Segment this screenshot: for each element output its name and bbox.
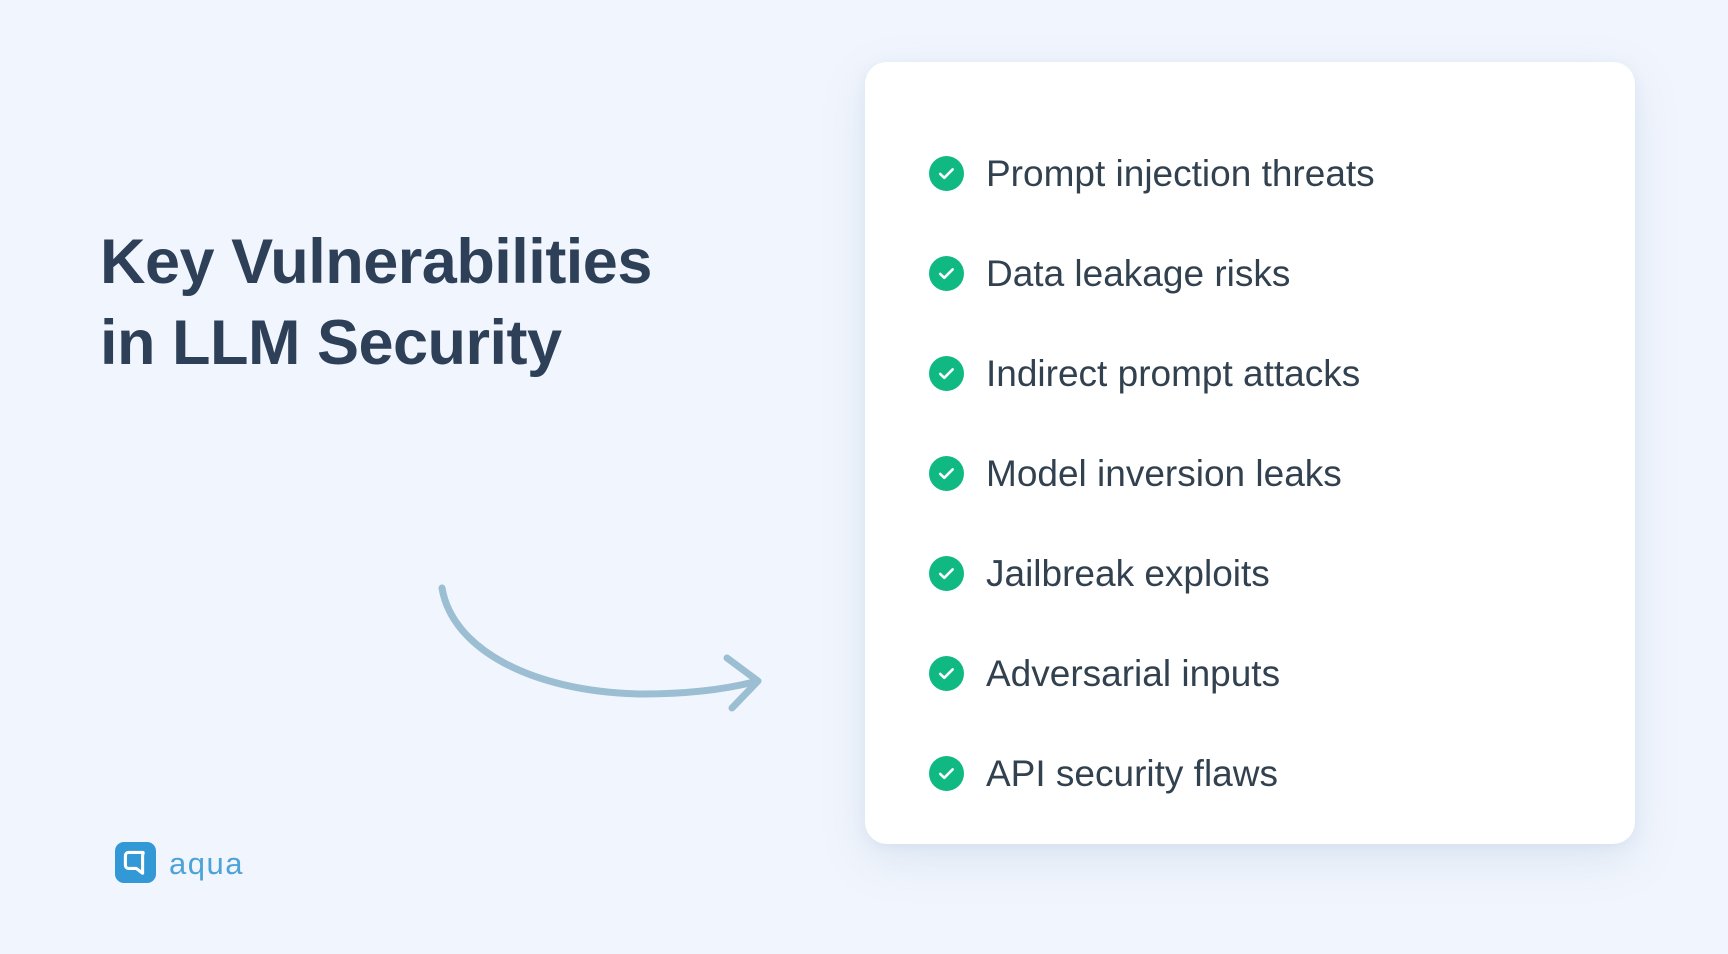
- list-item: Jailbreak exploits: [929, 523, 1595, 623]
- list-item: Adversarial inputs: [929, 623, 1595, 723]
- list-item-label: Adversarial inputs: [986, 652, 1281, 694]
- list-item: API security flaws: [929, 723, 1595, 823]
- page-title-line-2: in LLM Security: [100, 307, 562, 378]
- left-pane: Key Vulnerabilities in LLM Security aqua: [100, 222, 770, 883]
- check-circle-icon: [929, 655, 964, 691]
- check-circle-icon: [929, 755, 964, 791]
- page-title: Key Vulnerabilities in LLM Security: [100, 222, 760, 383]
- aqua-logo-wordmark: aqua: [169, 846, 244, 881]
- check-circle-icon: [929, 555, 964, 591]
- aqua-logo: aqua: [115, 842, 244, 883]
- check-circle-icon: [929, 155, 964, 191]
- vulnerabilities-card: Prompt injection threats Data leakage ri…: [865, 62, 1635, 844]
- list-item-label: Model inversion leaks: [986, 452, 1342, 494]
- list-item: Indirect prompt attacks: [929, 323, 1595, 423]
- check-circle-icon: [929, 255, 964, 291]
- vulnerabilities-list: Prompt injection threats Data leakage ri…: [929, 123, 1595, 823]
- curved-arrow-right-icon: [430, 570, 770, 720]
- list-item-label: Indirect prompt attacks: [986, 352, 1361, 394]
- list-item: Model inversion leaks: [929, 423, 1595, 523]
- list-item-label: Jailbreak exploits: [986, 552, 1270, 594]
- list-item: Data leakage risks: [929, 223, 1595, 323]
- list-item-label: API security flaws: [986, 752, 1278, 794]
- aqua-logo-mark-icon: [115, 842, 156, 883]
- list-item-label: Data leakage risks: [986, 252, 1291, 294]
- check-circle-icon: [929, 355, 964, 391]
- page-title-line-1: Key Vulnerabilities: [100, 227, 652, 297]
- list-item-label: Prompt injection threats: [986, 152, 1375, 194]
- list-item: Prompt injection threats: [929, 123, 1595, 223]
- check-circle-icon: [929, 455, 964, 491]
